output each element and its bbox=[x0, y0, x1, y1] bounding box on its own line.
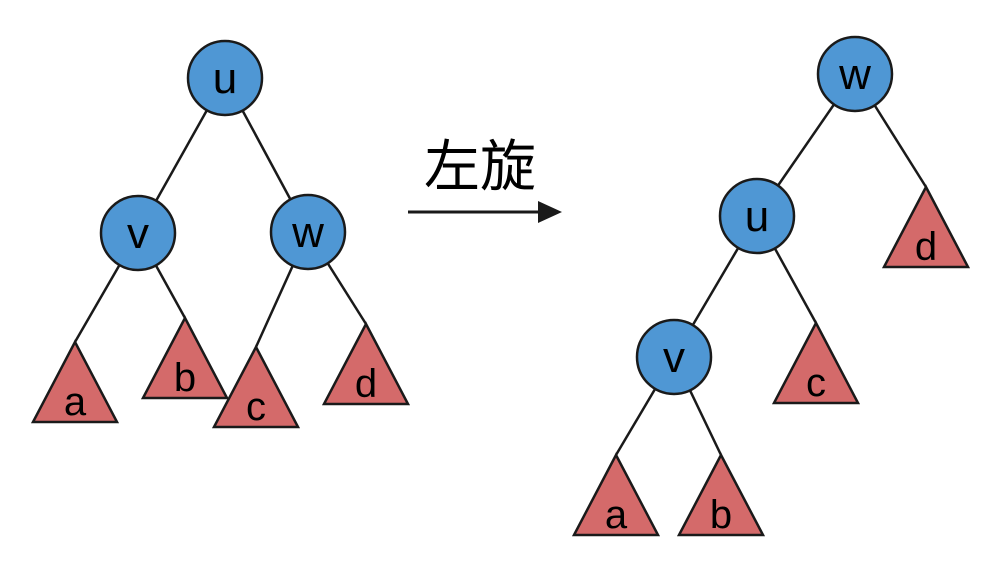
node-label: w bbox=[291, 208, 324, 257]
arrow-head-icon bbox=[538, 201, 562, 223]
node-w-after-rotation: w bbox=[816, 35, 894, 113]
subtree-c-before-rotation: c bbox=[211, 344, 301, 429]
subtree-a-before-rotation: a bbox=[30, 339, 120, 424]
node-v-after-rotation: v bbox=[635, 318, 713, 396]
triangle-shape bbox=[676, 452, 766, 537]
node-v-before-rotation: v bbox=[99, 194, 177, 272]
node-u-before-rotation: u bbox=[186, 39, 264, 117]
triangle-shape bbox=[211, 344, 301, 429]
rotation-label: 左旋 bbox=[424, 135, 536, 198]
node-label: v bbox=[127, 209, 149, 258]
node-label: w bbox=[838, 50, 871, 99]
circle-shape bbox=[99, 194, 177, 272]
subtree-label: d bbox=[355, 362, 377, 406]
triangle-shape bbox=[140, 315, 230, 400]
triangle-shape bbox=[321, 321, 411, 406]
circle-shape bbox=[269, 193, 347, 271]
subtree-label: a bbox=[605, 493, 628, 537]
subtree-label: d bbox=[915, 225, 937, 269]
subtree-d-after-rotation: d bbox=[881, 184, 971, 269]
tree-after-rotation: w u d v c a b bbox=[571, 35, 971, 537]
node-u-after-rotation: u bbox=[718, 177, 796, 255]
subtree-label: b bbox=[710, 493, 732, 537]
circle-shape bbox=[186, 39, 264, 117]
subtree-b-after-rotation: b bbox=[676, 452, 766, 537]
tree-before-rotation: u v w a b c d bbox=[30, 39, 411, 429]
circle-shape bbox=[718, 177, 796, 255]
node-w-before-rotation: w bbox=[269, 193, 347, 271]
subtree-d-before-rotation: d bbox=[321, 321, 411, 406]
triangle-shape bbox=[30, 339, 120, 424]
subtree-label: b bbox=[174, 356, 196, 400]
subtree-label: c bbox=[806, 361, 826, 405]
subtree-b-before-rotation: b bbox=[140, 315, 230, 400]
subtree-c-after-rotation: c bbox=[771, 320, 861, 405]
node-label: u bbox=[745, 192, 769, 241]
subtree-label: c bbox=[246, 385, 266, 429]
triangle-shape bbox=[571, 452, 661, 537]
node-label: v bbox=[663, 333, 685, 382]
subtree-a-after-rotation: a bbox=[571, 452, 661, 537]
circle-shape bbox=[816, 35, 894, 113]
left-rotation-arrow bbox=[408, 201, 562, 223]
triangle-shape bbox=[771, 320, 861, 405]
subtree-label: a bbox=[64, 380, 87, 424]
triangle-shape bbox=[881, 184, 971, 269]
node-label: u bbox=[213, 54, 237, 103]
circle-shape bbox=[635, 318, 713, 396]
